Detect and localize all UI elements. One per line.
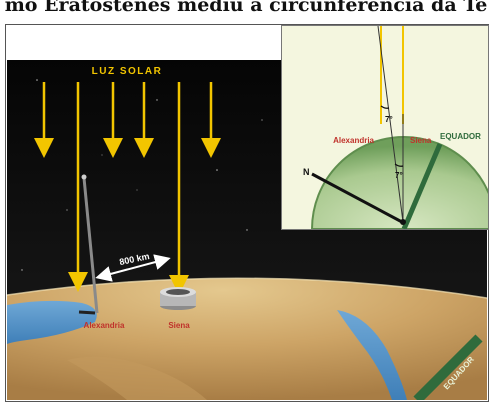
- inset-equator-line: [401, 143, 443, 229]
- city-label-siena: Siena: [168, 321, 190, 330]
- inset-angle-center-label: 7°: [395, 171, 403, 180]
- earth-surface: [7, 278, 487, 400]
- inset-svg: EQUADOR 7° 7° N Alexandria Siena: [303, 26, 488, 229]
- inset-angle-top-label: 7°: [385, 115, 393, 124]
- obelisk-top: [81, 174, 87, 180]
- distance-arrow: [95, 254, 171, 282]
- inset-angle-arc-top: [380, 105, 390, 109]
- alexandria-obelisk: [82, 177, 99, 314]
- equator-line: [413, 334, 483, 400]
- page-title: mo Eratóstenes mediu a circunferência da…: [4, 0, 488, 16]
- inset-city-label-alexandria: Alexandria: [333, 136, 374, 145]
- inset-angle-arc-center: [394, 163, 404, 167]
- sunlight-label: LUZ SOLAR: [92, 66, 163, 77]
- inset-north-line: [311, 172, 403, 224]
- nile-delta: [67, 356, 207, 400]
- inset-diagram: EQUADOR 7° 7° N Alexandria Siena: [281, 25, 489, 230]
- inset-earth-center: [400, 219, 406, 225]
- inset-equator-label: EQUADOR: [440, 132, 481, 141]
- stars: [21, 79, 263, 271]
- mediterranean-sea: [7, 300, 97, 344]
- inset-north-label: N: [303, 167, 310, 177]
- inset-globe: [310, 136, 488, 229]
- obelisk-shadow: [78, 310, 96, 315]
- red-sea: [337, 310, 407, 400]
- city-label-alexandria: Alexandria: [84, 321, 125, 330]
- siena-well: [160, 287, 196, 310]
- sun-rays: [34, 82, 221, 158]
- inset-radius-alexandria: [377, 26, 404, 223]
- inset-city-label-siena: Siena: [410, 136, 432, 145]
